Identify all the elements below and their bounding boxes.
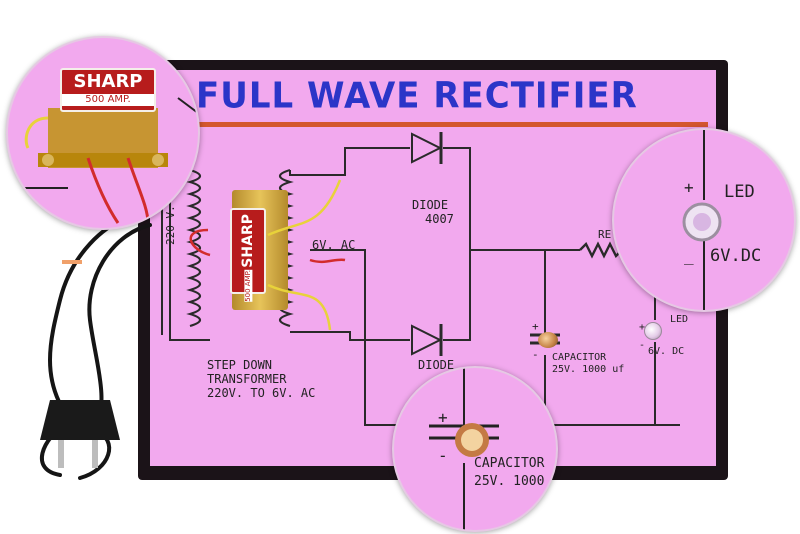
plug xyxy=(40,400,120,468)
led-voltage: 6V. DC xyxy=(648,346,685,357)
secondary-voltage-label: 6V. AC xyxy=(312,238,356,252)
bottom-diode-label: DIODE xyxy=(418,358,455,372)
zoom-capacitor-minus: - xyxy=(438,446,448,465)
led-minus: - xyxy=(639,340,646,351)
zoom-transformer-graphic xyxy=(8,38,198,224)
zoom-capacitor-value: 25V. 1000 xyxy=(474,474,545,489)
zoom-led-plus: + xyxy=(684,178,694,197)
zoom-capacitor-label: CAPACITOR xyxy=(474,456,545,471)
top-diode-label: DIODE xyxy=(412,198,449,212)
led-label: LED xyxy=(670,314,689,325)
caption-line-1: STEP DOWN xyxy=(207,358,273,372)
led-plus: + xyxy=(639,322,646,333)
top-diode-model: 4007 xyxy=(425,212,454,226)
zoom-led-minus: _ xyxy=(684,246,694,265)
zoom-capacitor-graphic xyxy=(429,368,499,530)
caption-line-2: TRANSFORMER xyxy=(207,372,287,386)
capacitor-minus: - xyxy=(532,348,539,361)
capacitor-component xyxy=(538,332,558,348)
zoom-transformer-label: SHARP 500 AMP. xyxy=(60,68,156,112)
zoom-capacitor-plus: + xyxy=(438,408,448,427)
resistor-label: RE xyxy=(598,228,612,241)
board-transformer-label: SHARP 500 AMP. xyxy=(230,208,266,302)
zoom-led: + _ LED 6V.DC xyxy=(612,128,796,312)
zoom-led-label: LED xyxy=(724,182,755,202)
zoom-led-voltage: 6V.DC xyxy=(710,246,762,266)
capacitor-label-group: CAPACITOR 25V. 1000 uf xyxy=(552,352,624,376)
zoom-led-graphic xyxy=(682,130,722,310)
zoom-transformer: SHARP 500 AMP. xyxy=(6,36,200,230)
caption-line-3: 220V. TO 6V. AC xyxy=(207,386,316,400)
led-component xyxy=(644,322,662,340)
transformer-leads xyxy=(189,179,346,331)
capacitor-plus: + xyxy=(532,320,539,333)
title-underline xyxy=(194,122,708,127)
zoom-capacitor: + - CAPACITOR 25V. 1000 xyxy=(392,366,558,532)
board-title: FULL WAVE RECTIFIER xyxy=(196,75,638,117)
capacitor-label: CAPACITOR xyxy=(552,352,607,363)
transformer-caption: STEP DOWN TRANSFORMER 220V. TO 6V. AC xyxy=(207,358,315,400)
capacitor-value: 25V. 1000 uf xyxy=(552,364,625,375)
zoom-transformer-brand: SHARP xyxy=(73,71,143,92)
zoom-transformer-rating: 500 AMP. xyxy=(62,94,154,106)
